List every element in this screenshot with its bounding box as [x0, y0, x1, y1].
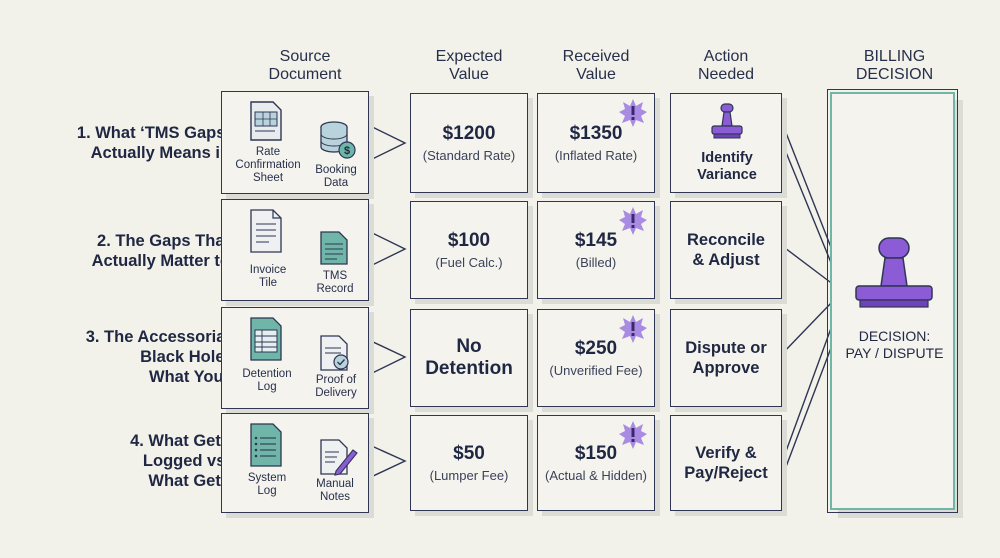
detention-log-icon	[250, 317, 282, 361]
expected-value-3: No Detention	[425, 336, 513, 379]
header-billing-decision: BILLING DECISION	[855, 48, 934, 83]
checkmark-document-icon	[320, 335, 349, 371]
received-note-1: (Inflated Rate)	[554, 147, 638, 163]
action-text-1: Identify Variance	[697, 150, 757, 183]
expected-value-4: $50	[453, 442, 485, 464]
doc-label-manual-notes: Manual Notes	[316, 478, 354, 503]
large-stamp-icon	[855, 237, 933, 308]
source-document-cell-1: Rate Confirmation Sheet $ Booking Data	[221, 91, 369, 194]
pen-notes-icon	[320, 439, 358, 476]
document-icon	[250, 209, 282, 253]
header-source-document: Source Document	[268, 48, 342, 83]
action-cell-3: Dispute or Approve	[670, 309, 782, 407]
received-value-3: $250	[574, 337, 618, 359]
doc-label-detention-log: Detention Log	[242, 368, 292, 393]
list-document-icon	[320, 231, 348, 265]
action-cell-1: Identify Variance	[670, 93, 782, 193]
expected-value-cell-3: No Detention	[410, 309, 528, 407]
received-note-3: (Unverified Fee)	[549, 362, 643, 378]
received-value-4: $150	[574, 442, 618, 464]
received-value-cell-3: $250 (Unverified Fee)	[537, 309, 655, 407]
action-cell-2: Reconcile & Adjust	[670, 201, 782, 299]
received-value-cell-4: $150 (Actual & Hidden)	[537, 415, 655, 511]
doc-label-invoice-tile: Invoice Tile	[249, 264, 287, 289]
doc-label-tms-record: TMS Record	[316, 270, 354, 295]
rate-sheet-document-icon	[250, 101, 282, 141]
alert-starburst-icon	[619, 207, 647, 235]
expected-value-cell-1: $1200 (Standard Rate)	[410, 93, 528, 193]
action-text-2: Reconcile & Adjust	[687, 231, 765, 269]
row-label-4: 4. What Gets Logged vs. What Gets	[130, 432, 230, 490]
database-icon: $	[320, 121, 356, 159]
alert-starburst-icon	[619, 421, 647, 449]
action-text-3: Dispute or Approve	[685, 339, 767, 377]
source-document-cell-2: Invoice Tile TMS Record	[221, 199, 369, 301]
header-expected-value: Expected Value	[435, 48, 503, 83]
alert-starburst-icon	[619, 315, 647, 343]
received-value-1: $1350	[569, 122, 623, 144]
doc-label-booking-data: Booking Data	[315, 164, 357, 189]
received-value-2: $145	[574, 229, 618, 251]
expected-note-2: (Fuel Calc.)	[435, 254, 503, 270]
header-action-needed: Action Needed	[697, 48, 755, 83]
expected-note-1: (Standard Rate)	[422, 147, 516, 163]
expected-note-4: (Lumper Fee)	[429, 467, 509, 483]
doc-label-system-log: System Log	[247, 472, 287, 497]
row-label-3: 3. The Accessorial Black Hole: What Your	[85, 328, 230, 386]
row-label-1: 1. What ‘TMS Gaps’ Actually Means in	[76, 124, 230, 162]
stamp-icon	[711, 103, 743, 139]
source-document-cell-4: System Log Manual Notes	[221, 413, 369, 513]
expected-value-2: $100	[447, 229, 491, 251]
expected-value-1: $1200	[442, 122, 496, 144]
decision-label: DECISION: PAY / DISPUTE	[845, 328, 944, 361]
alert-starburst-icon	[619, 99, 647, 127]
action-cell-4: Verify & Pay/Reject	[670, 415, 782, 511]
svg-text:$: $	[344, 145, 350, 157]
header-received-value: Received Value	[562, 48, 630, 83]
system-log-icon	[250, 423, 282, 467]
expected-value-cell-4: $50 (Lumper Fee)	[410, 415, 528, 511]
received-note-2: (Billed)	[575, 254, 617, 270]
expected-value-cell-2: $100 (Fuel Calc.)	[410, 201, 528, 299]
doc-label-rate-confirmation: Rate Confirmation Sheet	[235, 146, 301, 184]
source-document-cell-3: Detention Log Proof of Delivery	[221, 307, 369, 409]
row-label-2: 2. The Gaps That Actually Matter to	[91, 232, 230, 270]
received-value-cell-1: $1350 (Inflated Rate)	[537, 93, 655, 193]
received-value-cell-2: $145 (Billed)	[537, 201, 655, 299]
doc-label-proof-of-delivery: Proof of Delivery	[315, 374, 357, 399]
received-note-4: (Actual & Hidden)	[545, 467, 647, 483]
action-text-4: Verify & Pay/Reject	[684, 444, 768, 482]
